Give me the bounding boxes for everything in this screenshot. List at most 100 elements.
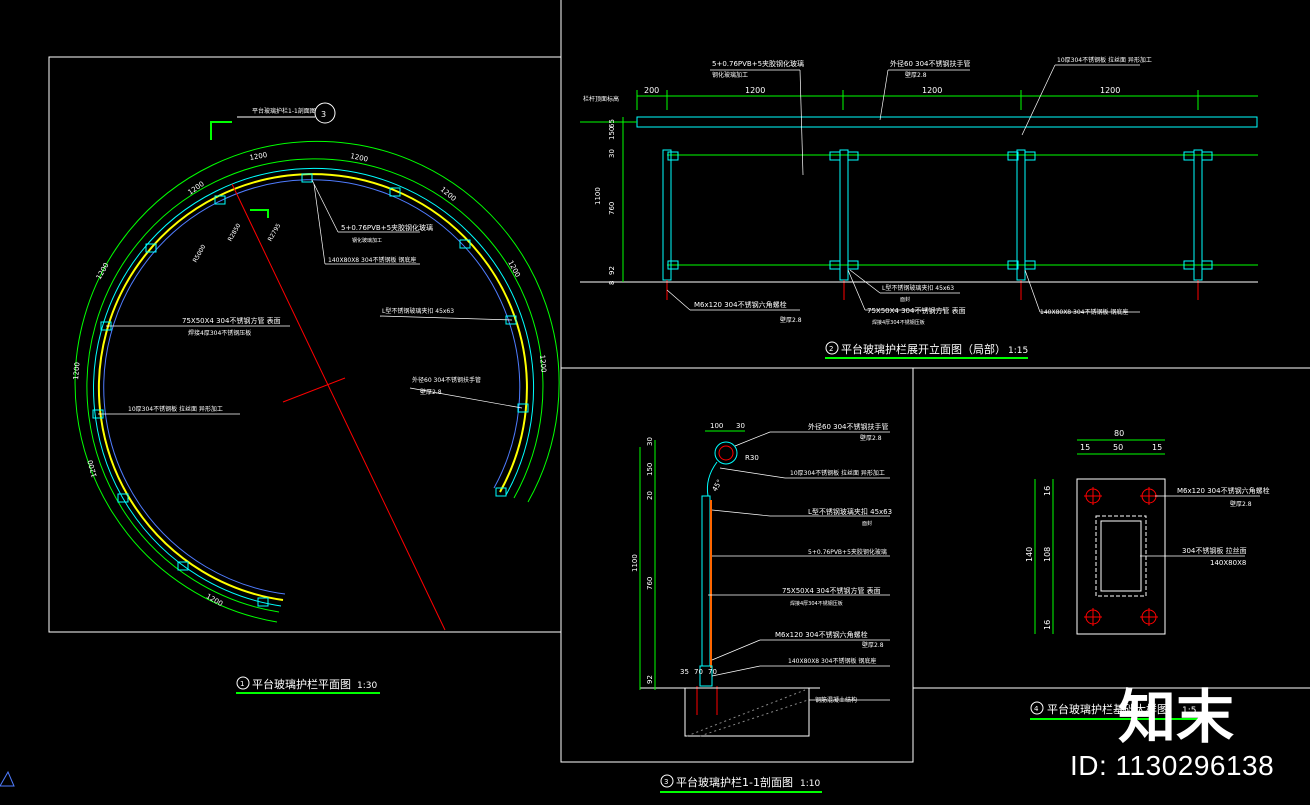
plan-title: 平台玻璃护栏平面图 <box>252 677 351 691</box>
elev-dim: 1200 <box>1100 86 1120 95</box>
sect-label-clip-sub: 面封 <box>862 520 872 527</box>
sect-label-tube-sub: 焊接4厚304不锈钢压板 <box>790 600 843 607</box>
sect-dim: 70 <box>694 668 703 676</box>
plan-label-glass: 5+0.76PVB+5夹胶钢化玻璃 <box>341 223 433 232</box>
base-dim: 140 <box>1025 547 1034 562</box>
elev-label-rail: 外径60 304不锈钢扶手管 <box>890 59 971 68</box>
plan-arc-dim-outer <box>74 140 560 623</box>
sect-label-bolt-sub: 壁厚2.8 <box>862 641 884 649</box>
plan-dim: 1200 <box>95 262 111 281</box>
elev-dim: 65 <box>608 119 616 128</box>
plan-dim: 1200 <box>187 180 206 197</box>
plan-frame <box>48 56 562 633</box>
plan-label-tube: 75X50X4 304不锈钢方管 表面 <box>182 316 281 325</box>
plan-arc-cyan <box>93 167 535 607</box>
base-bolt-holes <box>1084 487 1158 626</box>
base-title: 平台玻璃护栏基础大样图 <box>1047 702 1168 716</box>
sect-top-dims: 100 30 35 70 70 R30 45° <box>680 422 759 676</box>
sect-angle: 45° <box>711 478 724 493</box>
elev-title: 平台玻璃护栏展开立面图（局部） <box>841 342 1006 356</box>
sect-title-circle <box>660 774 674 788</box>
sect-labels: 外径60 304不锈钢扶手管 壁厚2.8 10厚304不锈钢板 拉丝面 异形加工… <box>775 422 892 704</box>
watermark-logo: 知末 <box>1118 683 1235 751</box>
section-drawing: 30 150 20 760 1100 92 100 30 35 70 70 R3… <box>631 422 892 793</box>
sect-dim: 35 <box>680 668 689 676</box>
sect-radius: R30 <box>745 454 759 462</box>
elev-label-post: 140X80X8 304不锈钢板 钢底座 <box>1040 308 1128 316</box>
base-dim: 16 <box>1043 486 1052 496</box>
elev-label-glass-sub: 钢化玻璃加工 <box>712 71 748 79</box>
plan-dim: 1200 <box>506 259 521 278</box>
sect-label-bolt: M6x120 304不锈钢六角螺栓 <box>775 630 868 639</box>
plan-arc-dim <box>86 158 544 613</box>
base-dim: 15 <box>1080 443 1090 452</box>
elev-label-tube-sub: 焊接4厚304不锈钢压板 <box>872 319 925 326</box>
plan-leaders <box>98 179 523 415</box>
base-plate <box>1076 478 1166 635</box>
elev-label-clip: L型不锈钢玻璃夹扣 45x63 <box>882 284 954 292</box>
elev-posts <box>662 149 1213 281</box>
plan-callout-num: 3 <box>321 110 326 119</box>
elev-label-glass: 5+0.76PVB+5夹胶钢化玻璃 <box>712 59 804 68</box>
plan-label-rail-sub: 壁厚2.8 <box>420 388 442 396</box>
base-dim: 15 <box>1152 443 1162 452</box>
base-post-outline <box>1095 515 1147 597</box>
sect-label-tube: 75X50X4 304不锈钢方管 表面 <box>782 586 881 595</box>
plan-dim: 1200 <box>72 362 82 380</box>
plan-label-rail: 外径60 304不锈钢扶手管 <box>412 376 481 384</box>
plan-dim: 1200 <box>439 185 458 203</box>
plan-label-plate: 10厚304不锈钢板 拉丝面 异形加工 <box>128 405 223 413</box>
panel-frames <box>48 0 1310 763</box>
plan-section-mark-2 <box>250 209 269 218</box>
elev-glass <box>667 154 1258 266</box>
elev-label-tube: 75X50X4 304不锈钢方管 表面 <box>867 306 966 315</box>
base-label-post-sub: 140X80X8 <box>1210 559 1246 567</box>
plan-arc-yellow <box>97 173 528 601</box>
sect-dim: 30 <box>646 437 654 446</box>
plan-centerline <box>231 183 446 631</box>
elev-title-scale: 1:15 <box>1008 346 1028 356</box>
elev-drawing: 200 1200 1200 1200 栏杆顶面标高 <box>580 56 1258 359</box>
elev-dims: 200 1200 1200 1200 <box>644 86 1120 95</box>
elev-label-plate: 10厚304不锈钢板 拉丝面 异形加工 <box>1057 56 1152 64</box>
sect-label-clip: L型不锈钢玻璃夹扣 45x63 <box>808 507 892 516</box>
sect-dim: 1100 <box>631 554 639 572</box>
elev-dim: 1200 <box>745 86 765 95</box>
plan-callout-text: 平台玻璃护栏1-1剖面图 <box>252 107 316 115</box>
sect-dim: 70 <box>708 668 717 676</box>
sect-leaders <box>708 431 890 701</box>
sect-left-dims: 30 150 20 760 1100 92 <box>631 437 654 684</box>
elev-dim: 150 <box>608 127 616 140</box>
elev-dim: 200 <box>644 86 659 95</box>
sect-bolts <box>696 686 718 715</box>
elev-handrail <box>636 116 1258 128</box>
watermark-id: ID: 1130296138 <box>1070 750 1275 781</box>
elev-left-dims: 150 65 30 760 1100 92 8 <box>594 119 616 285</box>
sect-title-scale: 1:10 <box>800 779 820 789</box>
sect-rail-red <box>718 445 734 461</box>
plan-dim: 1200 <box>86 459 98 478</box>
base-title-scale: 1:5 <box>1182 706 1196 716</box>
elev-label-bolt: M6x120 304不锈钢六角螺栓 <box>694 300 787 309</box>
base-label-bolt: M6x120 304不锈钢六角螺栓 <box>1177 486 1270 495</box>
base-label-bolt-sub: 壁厚2.8 <box>1230 500 1252 508</box>
sect-label-glass: 5+0.76PVB+5夹胶钢化玻璃 <box>808 548 887 556</box>
plan-arc-blue <box>103 179 521 595</box>
base-label-post: 304不锈钢板 拉丝面 <box>1182 546 1247 555</box>
elev-leaders <box>666 64 1140 313</box>
elev-title-num: 2 <box>829 345 833 353</box>
sect-dim: 150 <box>646 463 654 476</box>
sect-hatch <box>686 689 806 737</box>
sect-post <box>701 495 711 667</box>
elev-label-rail-sub: 壁厚2.8 <box>905 71 927 79</box>
plan-label-clip: L型不锈钢玻璃夹扣 45x63 <box>382 307 454 315</box>
sect-plate <box>706 461 718 497</box>
elev-dim: 760 <box>608 202 616 215</box>
plan-label-r2: R2850 <box>227 222 243 242</box>
elev-dim: 1200 <box>922 86 942 95</box>
elev-top-label: 栏杆顶面标高 <box>583 95 619 103</box>
plan-label-glass-sub: 钢化玻璃加工 <box>352 237 382 244</box>
plan-label-post: 140X80X8 304不锈钢板 钢底座 <box>328 256 416 264</box>
base-title-circle <box>1030 701 1044 715</box>
